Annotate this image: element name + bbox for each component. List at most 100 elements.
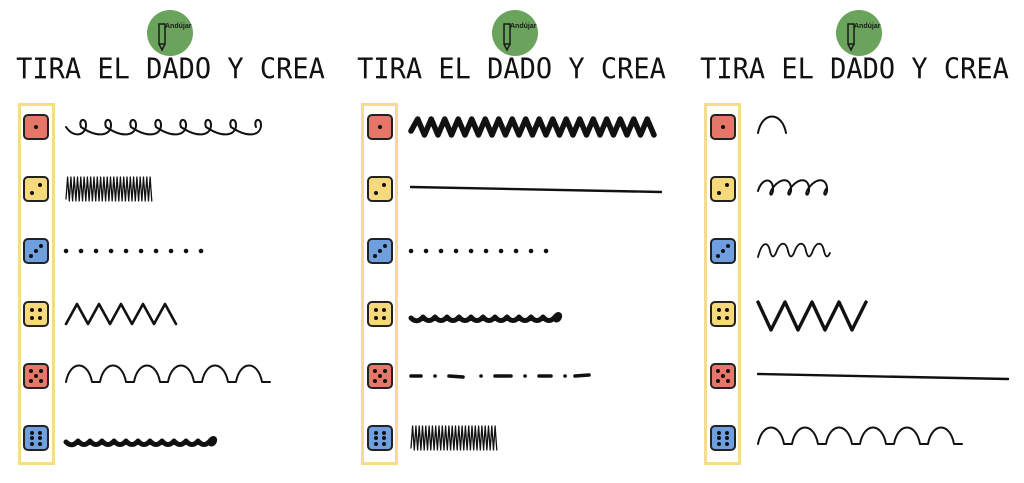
scribble-stroke bbox=[65, 176, 153, 202]
die-face-1-icon bbox=[710, 114, 736, 140]
dots-stroke bbox=[408, 248, 549, 254]
zigzag-stroke bbox=[64, 302, 178, 326]
thick-zigzag-stroke bbox=[408, 116, 657, 138]
die-pip bbox=[725, 378, 730, 383]
die-face-6-icon bbox=[23, 425, 49, 451]
die-pip bbox=[382, 307, 387, 312]
die-face-2-icon bbox=[367, 176, 393, 202]
die-pip bbox=[28, 254, 33, 259]
die-face-1-icon bbox=[23, 114, 49, 140]
small-loops-stroke bbox=[757, 179, 829, 196]
die-face-5-icon bbox=[23, 363, 49, 389]
small-wave-stroke bbox=[757, 242, 831, 258]
line-stroke bbox=[756, 372, 1010, 381]
die-pip bbox=[725, 316, 730, 321]
die-pip bbox=[29, 191, 34, 196]
die-pip bbox=[716, 430, 721, 435]
die-pip bbox=[373, 369, 378, 374]
logo-icon: Andújar bbox=[492, 10, 538, 56]
die-pip bbox=[38, 182, 43, 187]
die-face-4-icon bbox=[367, 301, 393, 327]
die-pip bbox=[716, 441, 721, 446]
die-pip bbox=[38, 369, 43, 374]
worksheet-panel-2: Andújar TIRA EL DADO Y CREA bbox=[341, 0, 682, 483]
page-title: TIRA EL DADO Y CREA bbox=[700, 53, 1009, 86]
die-pip bbox=[39, 243, 44, 248]
thick-wave-stroke bbox=[408, 312, 563, 324]
arches-stroke bbox=[65, 364, 271, 383]
dots-stroke bbox=[63, 248, 204, 254]
dice-column bbox=[361, 103, 398, 465]
die-pip bbox=[716, 369, 721, 374]
die-pip bbox=[38, 378, 43, 383]
die-pip bbox=[725, 369, 730, 374]
die-pip bbox=[38, 436, 43, 440]
die-pip bbox=[378, 125, 382, 129]
die-pip bbox=[382, 369, 387, 374]
die-pip bbox=[382, 441, 387, 446]
page-title: TIRA EL DADO Y CREA bbox=[16, 53, 325, 86]
die-pip bbox=[29, 316, 34, 321]
die-pip bbox=[29, 369, 34, 374]
die-pip bbox=[34, 125, 38, 129]
die-pip bbox=[725, 441, 730, 446]
die-pip bbox=[725, 307, 730, 312]
die-face-5-icon bbox=[367, 363, 393, 389]
die-face-2-icon bbox=[23, 176, 49, 202]
logo-text: Andújar bbox=[854, 23, 881, 30]
die-pip bbox=[34, 249, 38, 253]
die-pip bbox=[382, 182, 387, 187]
die-pip bbox=[373, 441, 378, 446]
logo-text: Andújar bbox=[165, 23, 192, 30]
die-pip bbox=[378, 374, 382, 378]
die-face-3-icon bbox=[367, 238, 393, 264]
line-stroke bbox=[409, 185, 663, 194]
die-face-2-icon bbox=[710, 176, 736, 202]
die-pip bbox=[378, 249, 382, 253]
worksheet-panel-1: Andújar TIRA EL DADO Y CREA bbox=[0, 0, 341, 483]
dash-dot-stroke bbox=[409, 373, 591, 379]
die-face-4-icon bbox=[710, 301, 736, 327]
die-face-6-icon bbox=[710, 425, 736, 451]
die-pip bbox=[38, 307, 43, 312]
die-pip bbox=[725, 182, 730, 187]
die-pip bbox=[725, 436, 730, 440]
die-pip bbox=[715, 254, 720, 259]
die-pip bbox=[373, 436, 378, 440]
scribble-stroke bbox=[410, 425, 498, 451]
thick-wave-stroke bbox=[63, 436, 218, 448]
die-pip bbox=[373, 316, 378, 321]
die-pip bbox=[383, 243, 388, 248]
die-pip bbox=[38, 316, 43, 321]
dice-column bbox=[704, 103, 741, 465]
die-pip bbox=[716, 307, 721, 312]
die-face-3-icon bbox=[23, 238, 49, 264]
die-pip bbox=[716, 436, 721, 440]
die-face-5-icon bbox=[710, 363, 736, 389]
die-pip bbox=[373, 378, 378, 383]
die-pip bbox=[29, 436, 34, 440]
dice-column bbox=[18, 103, 55, 465]
die-pip bbox=[382, 430, 387, 435]
big-zigzag-stroke bbox=[756, 300, 868, 332]
die-pip bbox=[382, 316, 387, 321]
die-pip bbox=[382, 378, 387, 383]
die-pip bbox=[382, 436, 387, 440]
die-pip bbox=[725, 430, 730, 435]
die-face-3-icon bbox=[710, 238, 736, 264]
die-pip bbox=[29, 430, 34, 435]
die-pip bbox=[38, 430, 43, 435]
die-pip bbox=[721, 249, 725, 253]
die-pip bbox=[372, 254, 377, 259]
die-pip bbox=[34, 374, 38, 378]
die-face-4-icon bbox=[23, 301, 49, 327]
logo-icon: Andújar bbox=[836, 10, 882, 56]
die-pip bbox=[721, 374, 725, 378]
die-pip bbox=[29, 441, 34, 446]
logo-text: Andújar bbox=[510, 23, 537, 30]
die-pip bbox=[726, 243, 731, 248]
die-pip bbox=[373, 307, 378, 312]
die-pip bbox=[721, 125, 725, 129]
die-pip bbox=[29, 307, 34, 312]
die-face-6-icon bbox=[367, 425, 393, 451]
